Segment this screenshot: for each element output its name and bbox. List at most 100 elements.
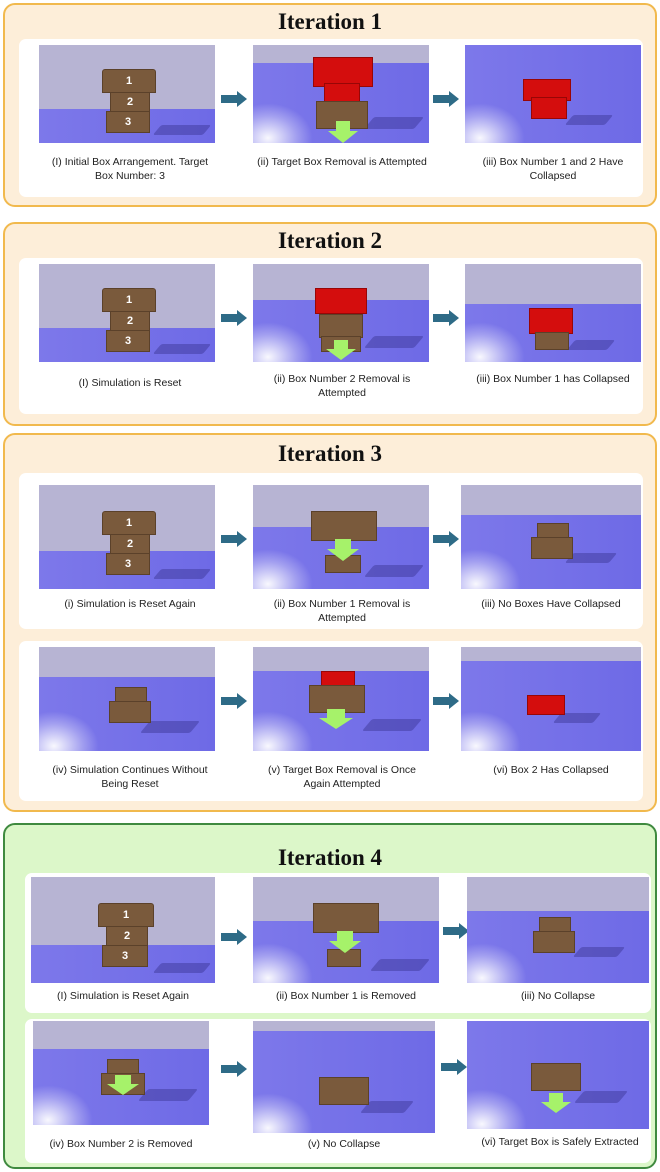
caption: (iii) Box Number 1 and 2 Have Collapsed bbox=[482, 156, 624, 182]
box-2: 2 bbox=[110, 92, 150, 112]
iteration-3-panel: Iteration 3 1 2 3 (i) Simulation is Rese… bbox=[3, 433, 657, 812]
caption: (I) Simulation is Reset bbox=[78, 377, 182, 389]
scene-reset-again: 1 2 3 bbox=[31, 877, 215, 983]
box-top bbox=[311, 511, 377, 541]
down-arrow-icon bbox=[326, 340, 356, 360]
caption: (vi) Box 2 Has Collapsed bbox=[493, 764, 609, 776]
right-arrow-icon bbox=[433, 310, 459, 326]
box-top bbox=[313, 903, 379, 933]
box-3: 3 bbox=[106, 111, 150, 133]
down-arrow-icon bbox=[541, 1093, 571, 1113]
iteration-2-panel: Iteration 2 1 2 3 (I) Simulation is R bbox=[3, 222, 657, 426]
box-3-label: 3 bbox=[124, 116, 132, 128]
box-2: 2 bbox=[110, 311, 150, 331]
scene-box2-collapsed bbox=[461, 647, 641, 751]
box-3-label: 3 bbox=[124, 558, 132, 570]
scene-no-collapse-2 bbox=[253, 1021, 435, 1133]
caption: (ii) Target Box Removal is Attempted bbox=[257, 156, 427, 168]
right-arrow-icon bbox=[221, 929, 247, 945]
down-arrow-icon bbox=[329, 931, 361, 953]
caption: (iv) Simulation Continues Without Being … bbox=[52, 764, 208, 790]
caption: (ii) Box Number 1 Removal is Attempted bbox=[273, 598, 411, 624]
box-red-fallen bbox=[529, 308, 573, 334]
caption: (i) Simulation is Reset Again bbox=[64, 598, 196, 610]
box-2: 2 bbox=[106, 926, 148, 946]
right-arrow-icon bbox=[433, 693, 459, 709]
caption: (ii) Box Number 2 Removal is Attempted bbox=[273, 373, 411, 399]
box-1-label: 1 bbox=[125, 75, 133, 87]
box-1: 1 bbox=[102, 69, 156, 93]
box-3-label: 3 bbox=[124, 335, 132, 347]
box-3: 3 bbox=[106, 330, 150, 352]
right-arrow-icon bbox=[443, 923, 469, 939]
scene-box1-removal bbox=[253, 485, 429, 589]
down-arrow-icon bbox=[107, 1075, 139, 1095]
box-moving bbox=[319, 314, 363, 338]
scene-target-removal-again bbox=[253, 647, 429, 751]
box-single bbox=[319, 1077, 369, 1105]
caption: (I) Simulation is Reset Again bbox=[57, 990, 189, 1002]
box-red-top bbox=[315, 288, 367, 314]
scene-target-removal bbox=[253, 45, 429, 143]
box-target bbox=[531, 1063, 581, 1091]
box-2: 2 bbox=[110, 534, 150, 554]
box-red-fallen-2 bbox=[531, 97, 567, 119]
box-2-label: 2 bbox=[126, 315, 134, 327]
down-arrow-icon bbox=[319, 709, 353, 729]
box-lower bbox=[531, 537, 573, 559]
scene-collapsed bbox=[465, 45, 641, 143]
caption: (iii) No Collapse bbox=[520, 990, 596, 1002]
scene-reset-again: 1 2 3 bbox=[39, 485, 215, 589]
caption: (v) No Collapse bbox=[307, 1138, 381, 1150]
right-arrow-icon bbox=[221, 693, 247, 709]
scene-continues bbox=[39, 647, 215, 751]
iteration-3-row-b: (iv) Simulation Continues Without Being … bbox=[19, 641, 643, 801]
box-remaining bbox=[535, 332, 569, 350]
iteration-1-row: 1 2 3 (I) Initial Box Arrangement. Targe… bbox=[19, 39, 643, 197]
caption: (iii) No Boxes Have Collapsed bbox=[481, 598, 621, 610]
caption: (ii) Box Number 1 is Removed bbox=[275, 990, 417, 1002]
scene-box1-collapsed bbox=[465, 264, 641, 362]
right-arrow-icon bbox=[221, 91, 247, 107]
box-2-label: 2 bbox=[123, 930, 131, 942]
scene-box1-removed bbox=[253, 877, 439, 983]
down-arrow-icon bbox=[327, 539, 359, 561]
box-lower bbox=[109, 701, 151, 723]
right-arrow-icon bbox=[221, 1061, 247, 1077]
right-arrow-icon bbox=[221, 310, 247, 326]
iteration-4-title: Iteration 4 bbox=[277, 845, 383, 870]
iteration-2-row: 1 2 3 (I) Simulation is Reset (ii) Box N… bbox=[19, 258, 643, 414]
scene-initial-stack: 1 2 3 bbox=[39, 45, 215, 143]
box-3: 3 bbox=[102, 945, 148, 967]
caption: (I) Initial Box Arrangement. Target Box … bbox=[51, 156, 209, 182]
box-lower bbox=[533, 931, 575, 953]
box-red-fallen bbox=[527, 695, 565, 715]
box-1: 1 bbox=[102, 511, 156, 535]
scene-no-collapse bbox=[467, 877, 649, 983]
iteration-4-row-a: 1 2 3 (I) Simulation is Reset Again (ii)… bbox=[25, 873, 651, 1013]
box-1: 1 bbox=[98, 903, 154, 927]
caption: (vi) Target Box is Safely Extracted bbox=[481, 1136, 639, 1148]
box-1-label: 1 bbox=[125, 517, 133, 529]
box-2-label: 2 bbox=[126, 538, 134, 550]
box-3-label: 3 bbox=[121, 950, 129, 962]
scene-reset: 1 2 3 bbox=[39, 264, 215, 362]
box-1-label: 1 bbox=[125, 294, 133, 306]
iteration-2-title: Iteration 2 bbox=[277, 228, 383, 253]
box-1: 1 bbox=[102, 288, 156, 312]
iteration-3-row-a: 1 2 3 (i) Simulation is Reset Again (ii)… bbox=[19, 473, 643, 629]
caption: (iii) Box Number 1 has Collapsed bbox=[476, 373, 630, 385]
right-arrow-icon bbox=[433, 531, 459, 547]
iteration-4-panel: Iteration 4 1 2 3 (I) Simulation is Rese… bbox=[3, 823, 657, 1169]
box-red-mid bbox=[324, 83, 360, 103]
iteration-1-title: Iteration 1 bbox=[277, 9, 383, 34]
scene-box2-removal bbox=[253, 264, 429, 362]
scene-no-collapse bbox=[461, 485, 641, 589]
right-arrow-icon bbox=[433, 91, 459, 107]
scene-box2-removed bbox=[33, 1021, 209, 1125]
iteration-1-panel: Iteration 1 1 2 3 (I) bbox=[3, 3, 657, 207]
iteration-4-row-b: (iv) Box Number 2 is Removed (v) No Coll… bbox=[25, 1019, 651, 1163]
iteration-3-title: Iteration 3 bbox=[277, 441, 383, 466]
right-arrow-icon bbox=[221, 531, 247, 547]
box-3: 3 bbox=[106, 553, 150, 575]
